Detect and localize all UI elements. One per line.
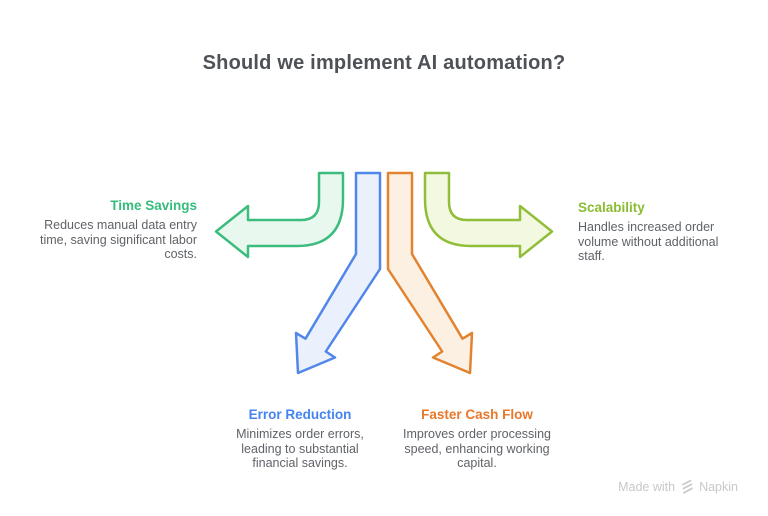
description-line: Reduces manual data entry bbox=[44, 218, 197, 232]
branch-title-faster-cash-flow: Faster Cash Flow bbox=[421, 407, 533, 422]
description-line: staff. bbox=[578, 249, 605, 263]
branch-block-faster-cash-flow: Faster Cash Flow Improves order processi… bbox=[396, 407, 558, 471]
branch-title-error-reduction: Error Reduction bbox=[248, 407, 352, 422]
description-line: speed, enhancing working bbox=[404, 441, 550, 456]
arrow-down-left-error-reduction-icon bbox=[294, 171, 382, 375]
branch-block-error-reduction: Error Reduction Minimizes order errors, … bbox=[219, 407, 381, 471]
description-line: costs. bbox=[164, 247, 197, 261]
page-title: Should we implement AI automation? bbox=[202, 52, 566, 74]
branch-title-scalability: Scalability bbox=[578, 200, 645, 215]
napkin-logo-icon bbox=[682, 479, 693, 494]
branch-description: Minimizes order errors, leading to subst… bbox=[219, 427, 381, 471]
arrow-down-right-faster-cash-flow-icon bbox=[386, 171, 474, 375]
arrow-right-scalability-icon bbox=[423, 171, 554, 259]
branch-title-time-savings: Time Savings bbox=[110, 198, 197, 213]
watermark-made-with-text: Made with bbox=[618, 479, 676, 494]
description-line: leading to substantial bbox=[241, 441, 359, 456]
description-line: volume without additional bbox=[578, 234, 719, 249]
description-line: capital. bbox=[457, 456, 497, 470]
napkin-watermark[interactable]: Made with Napkin bbox=[618, 479, 738, 495]
arrow-left-time-savings-icon bbox=[214, 171, 345, 259]
branch-block-scalability: Scalability Handles increased order volu… bbox=[578, 200, 763, 264]
description-line: time, saving significant labor bbox=[39, 232, 197, 247]
branch-description: Improves order processing speed, enhanci… bbox=[396, 427, 558, 471]
branch-description: Reduces manual data entry time, saving s… bbox=[12, 218, 197, 262]
description-line: Minimizes order errors, bbox=[236, 427, 364, 441]
branch-block-time-savings: Time Savings Reduces manual data entry t… bbox=[12, 198, 197, 262]
branch-description: Handles increased order volume without a… bbox=[578, 220, 763, 264]
description-line: financial savings. bbox=[252, 456, 348, 470]
description-line: Handles increased order bbox=[578, 220, 715, 234]
description-line: Improves order processing bbox=[403, 427, 551, 441]
watermark-brand-text: Napkin bbox=[699, 479, 738, 494]
